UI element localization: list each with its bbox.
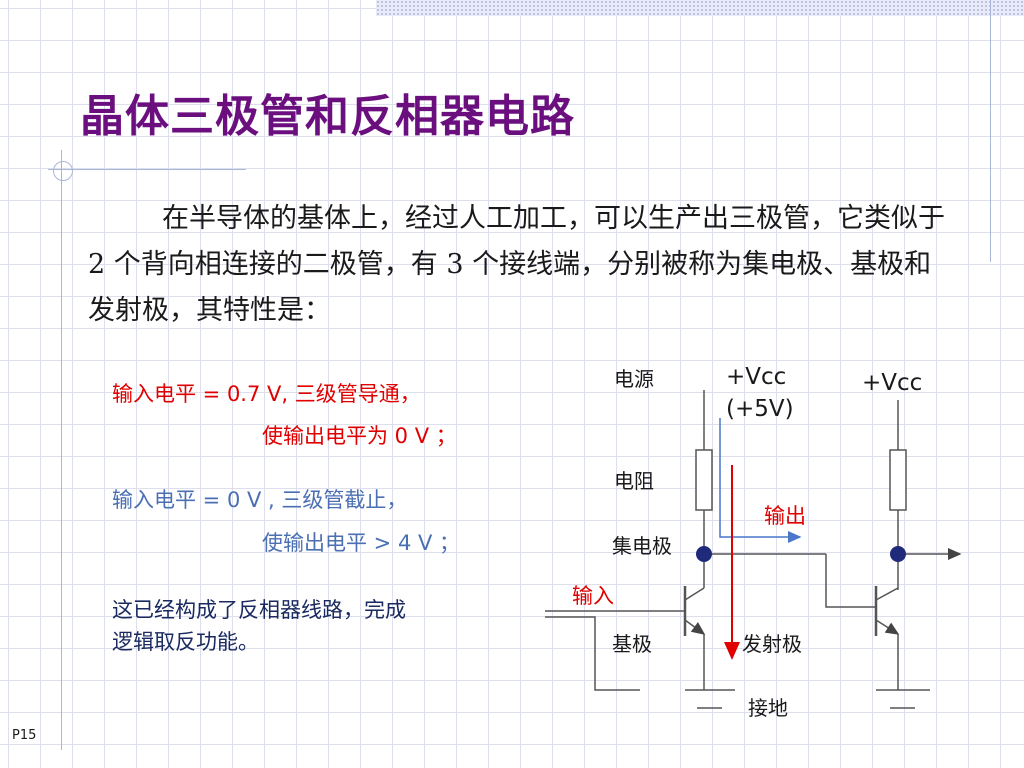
left-input-return-wire [545, 616, 640, 691]
vcc-right-label: +Vcc [862, 370, 923, 396]
decor-vline-left [61, 150, 62, 750]
power-label: 电源 [614, 367, 654, 391]
vcc-left-voltage-label: (+5V) [726, 396, 794, 422]
decor-vline-right [990, 0, 991, 262]
left-stage [545, 390, 826, 691]
page-number: P15 [12, 728, 37, 743]
left-emitter-lead [684, 619, 706, 635]
base-label: 基极 [612, 632, 652, 656]
collector-label: 集电极 [612, 534, 672, 558]
left-collector-lead [684, 587, 705, 601]
condition-off-line2: 使输出电平 > 4 V ； [262, 531, 461, 555]
top-decorative-band [376, 0, 1024, 16]
right-resistor [889, 449, 907, 511]
summary-line1: 这已经构成了反相器线路，完成 [112, 598, 406, 622]
ground-label: 接地 [748, 696, 788, 720]
output-label: 输出 [764, 504, 806, 528]
input-label: 输入 [572, 584, 614, 608]
condition-on-line2: 使输出电平为 0 V ； [262, 424, 457, 448]
decor-hline-top [48, 169, 246, 170]
resistor-label: 电阻 [614, 469, 654, 493]
left-resistor [695, 449, 713, 511]
emitter-label: 发射极 [742, 632, 802, 656]
page-title: 晶体三极管和反相器电路 [80, 91, 575, 142]
condition-off-line1: 输入电平 = 0 V , 三级管截止， [112, 488, 408, 512]
right-stage [825, 400, 962, 691]
left-collector-node [696, 546, 712, 562]
right-collector-lead [875, 587, 899, 601]
output-current-arrow [719, 418, 802, 543]
intro-paragraph: 在半导体的基体上，经过人工加工，可以生产出三极管，它类似于 2 个背向相连接的二… [88, 203, 945, 326]
right-collector-node [890, 546, 906, 562]
summary-line2: 逻辑取反功能。 [112, 630, 259, 654]
right-emitter-lead [875, 619, 900, 635]
right-input-wire [825, 554, 876, 608]
decor-circle [53, 161, 73, 181]
condition-on-line1: 输入电平 = 0.7 V, 三级管导通， [112, 382, 421, 406]
vcc-left-label: +Vcc [726, 364, 787, 390]
